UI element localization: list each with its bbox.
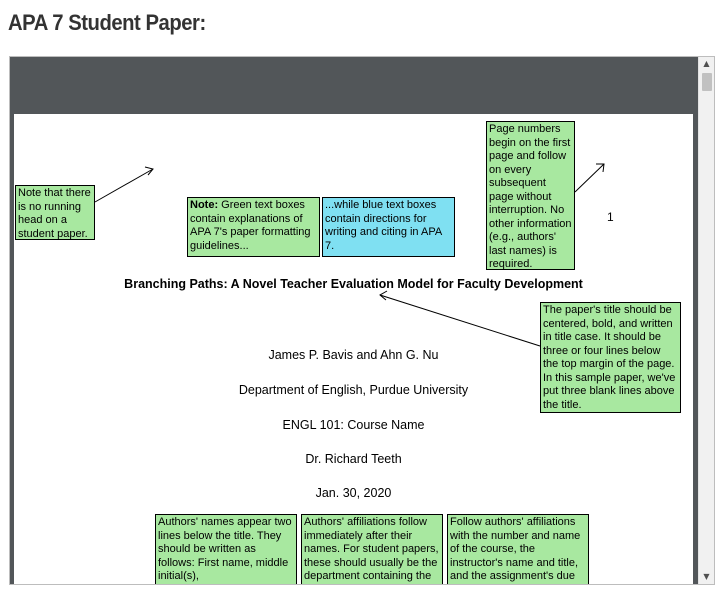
note-authors: Authors' names appear two lines below th… <box>155 514 297 584</box>
document-page: Note that there is no running head on a … <box>14 114 693 584</box>
paper-course: ENGL 101: Course Name <box>282 418 425 432</box>
paper-authors: James P. Bavis and Ahn G. Nu <box>268 348 439 362</box>
note-course: Follow authors' affiliations with the nu… <box>447 514 589 584</box>
paper-affiliation: Department of English, Purdue University <box>238 383 469 397</box>
note-title-text: The paper's title should be centered, bo… <box>543 304 676 411</box>
vertical-scrollbar[interactable]: ▲ ▼ <box>698 57 714 584</box>
paper-instructor: Dr. Richard Teeth <box>305 452 402 466</box>
arrowhead-page-number <box>596 163 605 173</box>
note-title: The paper's title should be centered, bo… <box>540 302 681 413</box>
arrowhead-running-head <box>144 166 154 176</box>
paper-date: Jan. 30, 2020 <box>315 486 392 500</box>
scroll-up-icon[interactable]: ▲ <box>703 59 710 68</box>
arrowhead-title <box>379 290 388 301</box>
arrow-running-head <box>94 168 154 203</box>
note-green-explanation-text: Green text boxes contain explanations of… <box>190 199 311 252</box>
arrow-page-number <box>574 163 605 193</box>
document-viewer[interactable]: Note that there is no running head on a … <box>9 56 715 585</box>
note-running-head: Note that there is no running head on a … <box>15 185 95 240</box>
note-affiliations: Authors' affiliations follow immediately… <box>301 514 443 584</box>
note-page-numbers-text: Page numbers begin on the first page and… <box>489 123 572 270</box>
note-blue-directions-text: ...while blue text boxes contain directi… <box>325 199 442 252</box>
paper-title: Branching Paths: A Novel Teacher Evaluat… <box>124 277 583 291</box>
note-affiliations-text: Authors' affiliations follow immediately… <box>304 516 439 582</box>
note-authors-text: Authors' names appear two lines below th… <box>158 516 292 582</box>
scroll-down-icon[interactable]: ▼ <box>703 572 710 581</box>
scroll-thumb[interactable] <box>702 73 712 91</box>
note-green-explanation: Note: Green text boxes contain explanati… <box>187 197 320 257</box>
page-heading: APA 7 Student Paper: <box>8 10 206 35</box>
arrow-title <box>379 294 541 347</box>
note-course-text: Follow authors' affiliations with the nu… <box>450 516 581 582</box>
note-blue-directions: ...while blue text boxes contain directi… <box>322 197 455 257</box>
note-running-head-text: Note that there is no running head on a … <box>18 187 91 240</box>
note-label: Note: <box>190 199 219 211</box>
page-number: 1 <box>607 210 614 224</box>
note-page-numbers: Page numbers begin on the first page and… <box>486 121 575 270</box>
